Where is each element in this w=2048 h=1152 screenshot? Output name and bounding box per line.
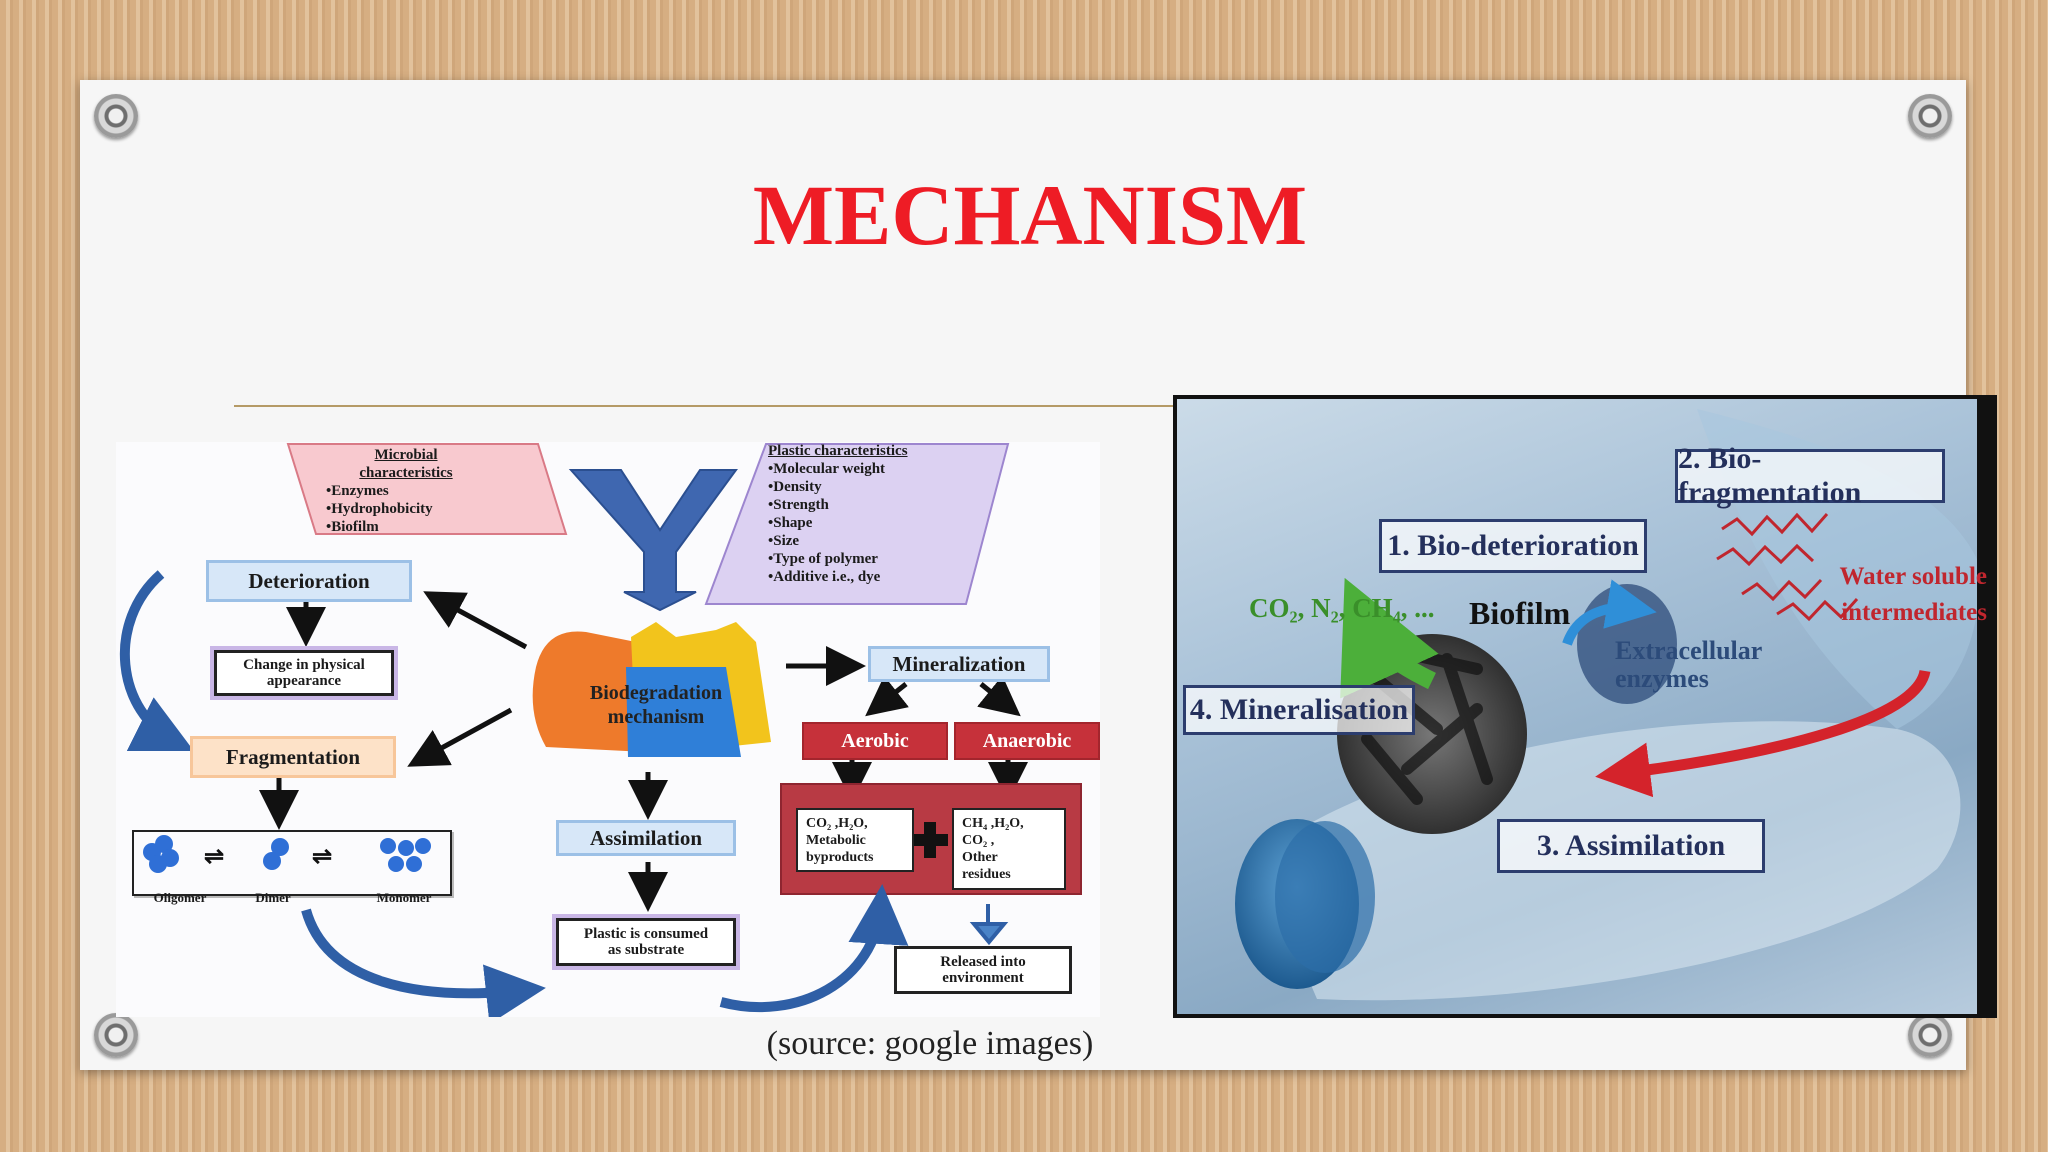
monomer-bead xyxy=(388,856,404,872)
stage2-label: 2. Bio-fragmentation xyxy=(1675,442,1945,509)
plastic-item: •Strength xyxy=(768,497,829,513)
released-line2: environment xyxy=(942,970,1024,986)
monomer-bead xyxy=(406,856,422,872)
aerobic-product: byproducts xyxy=(806,849,874,865)
soluble-line1: Water soluble xyxy=(1839,563,1987,590)
anaerobic-product: CO₂ , xyxy=(962,833,995,848)
plastic-characteristics: Plastic characteristics •Molecular weigh… xyxy=(768,442,988,586)
enzymes-label: Extracellular enzymes xyxy=(1615,637,1762,693)
grommet-bottom-right-icon xyxy=(1908,1013,1952,1057)
biodegradation-label: Biodegradation mechanism xyxy=(556,678,756,732)
deterioration-box: Deterioration xyxy=(206,560,412,602)
monomer-label: Monomer xyxy=(376,890,432,905)
monomer-bead xyxy=(415,838,431,854)
grommet-bottom-left-icon xyxy=(94,1013,138,1057)
arrow-mineralisation-green xyxy=(1340,577,1439,699)
aerobic-product: Metabolic xyxy=(806,832,866,848)
microbial-heading-line1: Microbial xyxy=(374,447,438,463)
change-line2: appearance xyxy=(266,673,342,689)
arrow-enzymes-blue xyxy=(1562,579,1657,646)
source-caption: (source: google images) xyxy=(766,1025,1094,1062)
released-line1: Released into xyxy=(940,953,1026,970)
microbial-heading-line2: characteristics xyxy=(359,465,453,481)
arrow-assimilation-red xyxy=(1595,669,1931,798)
microbial-item: •Biofilm xyxy=(326,519,379,535)
plastic-item: •Shape xyxy=(768,515,813,531)
right-edge-bar xyxy=(1977,399,1993,1014)
aerobic-products-box: CO₂ ,H₂O, Metabolic byproducts xyxy=(796,808,914,872)
change-line1: Change in physical xyxy=(243,656,365,673)
curve-consumed-to-products xyxy=(719,884,909,1013)
plastic-item: •Density xyxy=(768,479,822,495)
oligomer-bead xyxy=(149,855,167,873)
anaerobic-product: residues xyxy=(962,867,1011,882)
released-box: Released into environment xyxy=(894,946,1072,994)
enzymes-line1: Extracellular xyxy=(1615,636,1763,665)
oligomer-label: Oligomer xyxy=(153,890,207,905)
plastic-shape xyxy=(704,443,1010,605)
aerobic-box: Aerobic xyxy=(802,722,948,760)
assimilation-box: Assimilation xyxy=(556,820,736,856)
dimer-bead xyxy=(271,838,289,856)
stage3-label: 3. Assimilation xyxy=(1497,819,1765,873)
plastic-item: •Size xyxy=(768,533,800,549)
soluble-line2: intermediates xyxy=(1841,599,1987,626)
bottle-cap-rim xyxy=(1275,821,1375,973)
plastic-item: •Molecular weight xyxy=(768,461,886,477)
bag-blue xyxy=(626,667,741,757)
curve-deterioration-to-fragmentation xyxy=(119,570,194,751)
anaerobic-box: Anaerobic xyxy=(954,722,1100,760)
grommet-top-left-icon xyxy=(94,94,138,138)
particles-panel xyxy=(132,830,452,896)
dimer-bead xyxy=(263,852,281,870)
plastic-item: •Type of polymer xyxy=(768,551,878,567)
dimer-label: Dimer xyxy=(255,890,291,905)
plastic-item: •Additive i.e., dye xyxy=(768,569,881,585)
gases-label: CO₂, N₂, CH₄, ... xyxy=(1249,593,1435,623)
title-divider xyxy=(234,405,1179,407)
microbial-item: •Hydrophobicity xyxy=(326,501,433,517)
center-line2: mechanism xyxy=(607,706,705,728)
anaerobic-product: Other xyxy=(962,850,998,865)
anaerobic-product: CH₄ ,H₂O, xyxy=(962,816,1024,831)
arrow-mineralization-to-anaerobic xyxy=(977,675,1021,717)
arrow-center-to-fragmentation xyxy=(407,707,513,767)
curve-particles-to-consumed xyxy=(301,908,546,1017)
microbial-characteristics: Microbial characteristics •Enzymes •Hydr… xyxy=(326,446,546,536)
change-box: Change in physical appearance xyxy=(214,650,394,696)
plastic-heading: Plastic characteristics xyxy=(768,443,908,459)
bag-orange xyxy=(532,631,646,752)
arrow-mineralization-to-aerobic xyxy=(865,675,909,717)
microbial-shape xyxy=(286,443,568,535)
enzymes-line2: enzymes xyxy=(1615,664,1709,693)
slide-title: MECHANISM xyxy=(752,167,1308,263)
stage4-label: 4. Mineralisation xyxy=(1183,685,1415,735)
aerobic-product: CO₂ ,H₂O, xyxy=(806,815,868,831)
arrow-center-to-deterioration xyxy=(423,591,528,650)
monomer-bead xyxy=(380,838,396,854)
mineralization-box: Mineralization xyxy=(868,646,1050,682)
equilibrium-arrow-2: ⇌ xyxy=(312,844,332,870)
center-line1: Biodegradation xyxy=(589,682,723,704)
biodegradation-diagram: ⇌ ⇌ Microbial characteristics •Enzymes •… xyxy=(116,442,1100,1017)
biodegradation-illustration: 1. Bio-deterioration 2. Bio-fragmentatio… xyxy=(1173,395,1997,1018)
plus-sign xyxy=(912,822,948,858)
consumed-line2: as substrate xyxy=(607,942,685,958)
arrow-to-released xyxy=(969,904,1009,946)
grommet-top-right-icon xyxy=(1908,94,1952,138)
stage1-label: 1. Bio-deterioration xyxy=(1379,519,1647,573)
anaerobic-products-box: CH₄ ,H₂O, CO₂ , Other residues xyxy=(952,808,1066,890)
oligomer-bead xyxy=(155,835,173,853)
fragmentation-box: Fragmentation xyxy=(190,736,396,778)
consumed-box: Plastic is consumed as substrate xyxy=(556,918,736,966)
monomer-bead xyxy=(398,840,414,856)
equilibrium-arrow-1: ⇌ xyxy=(204,844,224,870)
soluble-label: Water soluble intermediates xyxy=(1817,559,1987,631)
microbial-item: •Enzymes xyxy=(326,483,389,499)
molecule-chains xyxy=(1716,512,1859,622)
consumed-line1: Plastic is consumed xyxy=(583,925,709,942)
funnel-arrow xyxy=(568,469,738,612)
biofilm-label: Biofilm xyxy=(1469,595,1571,631)
